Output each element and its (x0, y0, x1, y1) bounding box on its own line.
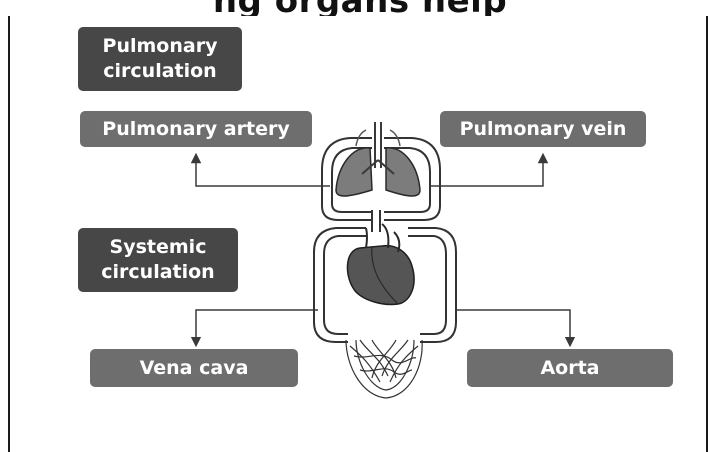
aorta-label: Aorta (467, 349, 673, 387)
systemic-circulation-label: Systemic circulation (78, 228, 238, 292)
capillary-bed (346, 340, 422, 398)
arrow-to-pulmonary-artery (196, 158, 330, 186)
pulmonary-artery-label: Pulmonary artery (80, 111, 312, 147)
arrow-to-aorta (455, 310, 570, 342)
arrow-to-vena-cava (196, 310, 318, 342)
pulmonary-circulation-label: Pulmonary circulation (78, 27, 242, 91)
circulation-loops (314, 138, 456, 342)
arrow-to-pulmonary-vein (430, 158, 543, 186)
lungs-illustration (336, 122, 420, 196)
pulmonary-vein-label: Pulmonary vein (440, 111, 646, 147)
vena-cava-label: Vena cava (90, 349, 298, 387)
